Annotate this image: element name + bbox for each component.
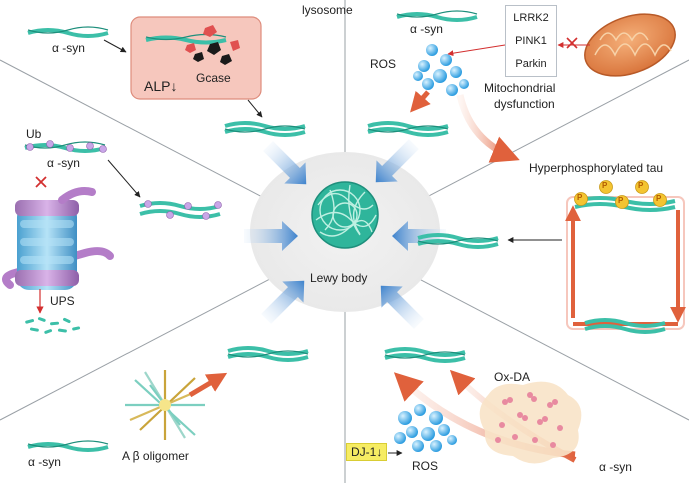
phosphate-icon-2 xyxy=(599,180,613,194)
lewy-body-label: Lewy body xyxy=(310,271,368,285)
alp-label: ALP↓ xyxy=(144,78,178,94)
arrow-in-br-icon xyxy=(380,285,424,329)
arrow-to-tau xyxy=(456,94,520,163)
arrow-in-left-icon xyxy=(244,221,298,251)
arrow-in-bl-icon xyxy=(261,280,305,324)
ups-label: UPS xyxy=(50,294,75,308)
ros-label-br: ROS xyxy=(412,459,439,473)
asyn-label-tr: α -syn xyxy=(410,22,443,36)
arrow-ros-to-fibril xyxy=(410,90,431,113)
mito-label-line2: dysfunction xyxy=(494,97,555,111)
arrow-in-tr-icon xyxy=(375,139,419,183)
fibril-bundle-icon xyxy=(584,318,666,334)
gene-list-box: LRRK2 PINK1 Parkin xyxy=(505,5,557,77)
phosphate-icon-5 xyxy=(653,193,667,207)
ros-cluster-icon xyxy=(413,44,469,96)
mitochondrion-icon xyxy=(584,13,676,77)
arrow-from-lysosome xyxy=(247,99,263,118)
phosphate-badges xyxy=(574,180,667,209)
fibril-bundle-icon xyxy=(417,233,499,249)
mito-label-line1: Mitochondrial xyxy=(484,81,556,95)
fibril-bundle-icon xyxy=(224,121,306,137)
phospho-label-2: P xyxy=(602,181,608,190)
inhibition-cross-icon xyxy=(566,37,578,49)
phosphate-icon-4 xyxy=(635,180,649,194)
ros-cluster-icon xyxy=(394,404,457,452)
asyn-label-left: α -syn xyxy=(47,156,80,170)
lysosome-label: lysosome xyxy=(302,3,353,17)
arrow-genes-to-ros xyxy=(447,44,506,57)
arrow-in-tl-icon xyxy=(263,141,307,185)
inhibition-cross-icon xyxy=(35,176,47,188)
gene-lrrk2: LRRK2 xyxy=(513,11,549,24)
lewy-body-icon xyxy=(311,181,379,249)
phosphate-icon-3 xyxy=(615,195,629,209)
fibril-bundle-icon xyxy=(367,121,449,137)
asyn-label-bl: α -syn xyxy=(28,455,61,469)
phospho-label-1: P xyxy=(577,193,583,202)
tau-label: Hyperphosphorylated tau xyxy=(529,161,664,175)
phospho-label-3: P xyxy=(618,196,624,205)
ub-label: Ub xyxy=(26,127,42,141)
arrow-abeta-to-fibril xyxy=(188,372,228,398)
phospho-label-5: P xyxy=(656,194,662,203)
arrow-to-lysosome xyxy=(103,39,127,53)
proteasome-icon xyxy=(2,187,114,290)
fibril-icon xyxy=(27,26,109,38)
phosphate-icon-1 xyxy=(574,192,588,206)
ub-fibril-icon xyxy=(24,140,107,153)
fibril-icon xyxy=(396,10,478,22)
gene-parkin: Parkin xyxy=(515,58,547,71)
gcase-label: Gcase xyxy=(196,71,231,85)
tau-cycle-icon xyxy=(565,196,686,330)
ub-fibril-bundle-icon xyxy=(139,200,222,220)
fibril-icon xyxy=(27,440,109,452)
abeta-label: A β oligomer xyxy=(122,449,189,463)
dj1-label: DJ-1↓ xyxy=(346,443,388,461)
fibril-fragments-icon xyxy=(25,317,81,334)
asyn-label-br: α -syn xyxy=(599,460,632,474)
oxda-label: Ox-DA xyxy=(494,370,530,384)
abeta-oligomer-icon xyxy=(125,370,205,440)
fibril-bundle-icon xyxy=(227,346,309,362)
fibril-bundle-icon xyxy=(384,347,466,363)
asyn-label-tl: α -syn xyxy=(52,41,85,55)
gene-pink1: PINK1 xyxy=(515,34,547,47)
arrow-to-ub-bundle xyxy=(107,159,141,198)
ox-da-cluster-icon xyxy=(479,381,582,464)
phospho-label-4: P xyxy=(638,181,644,190)
lysosome-icon xyxy=(130,16,262,100)
ros-label-tr: ROS xyxy=(370,57,397,71)
